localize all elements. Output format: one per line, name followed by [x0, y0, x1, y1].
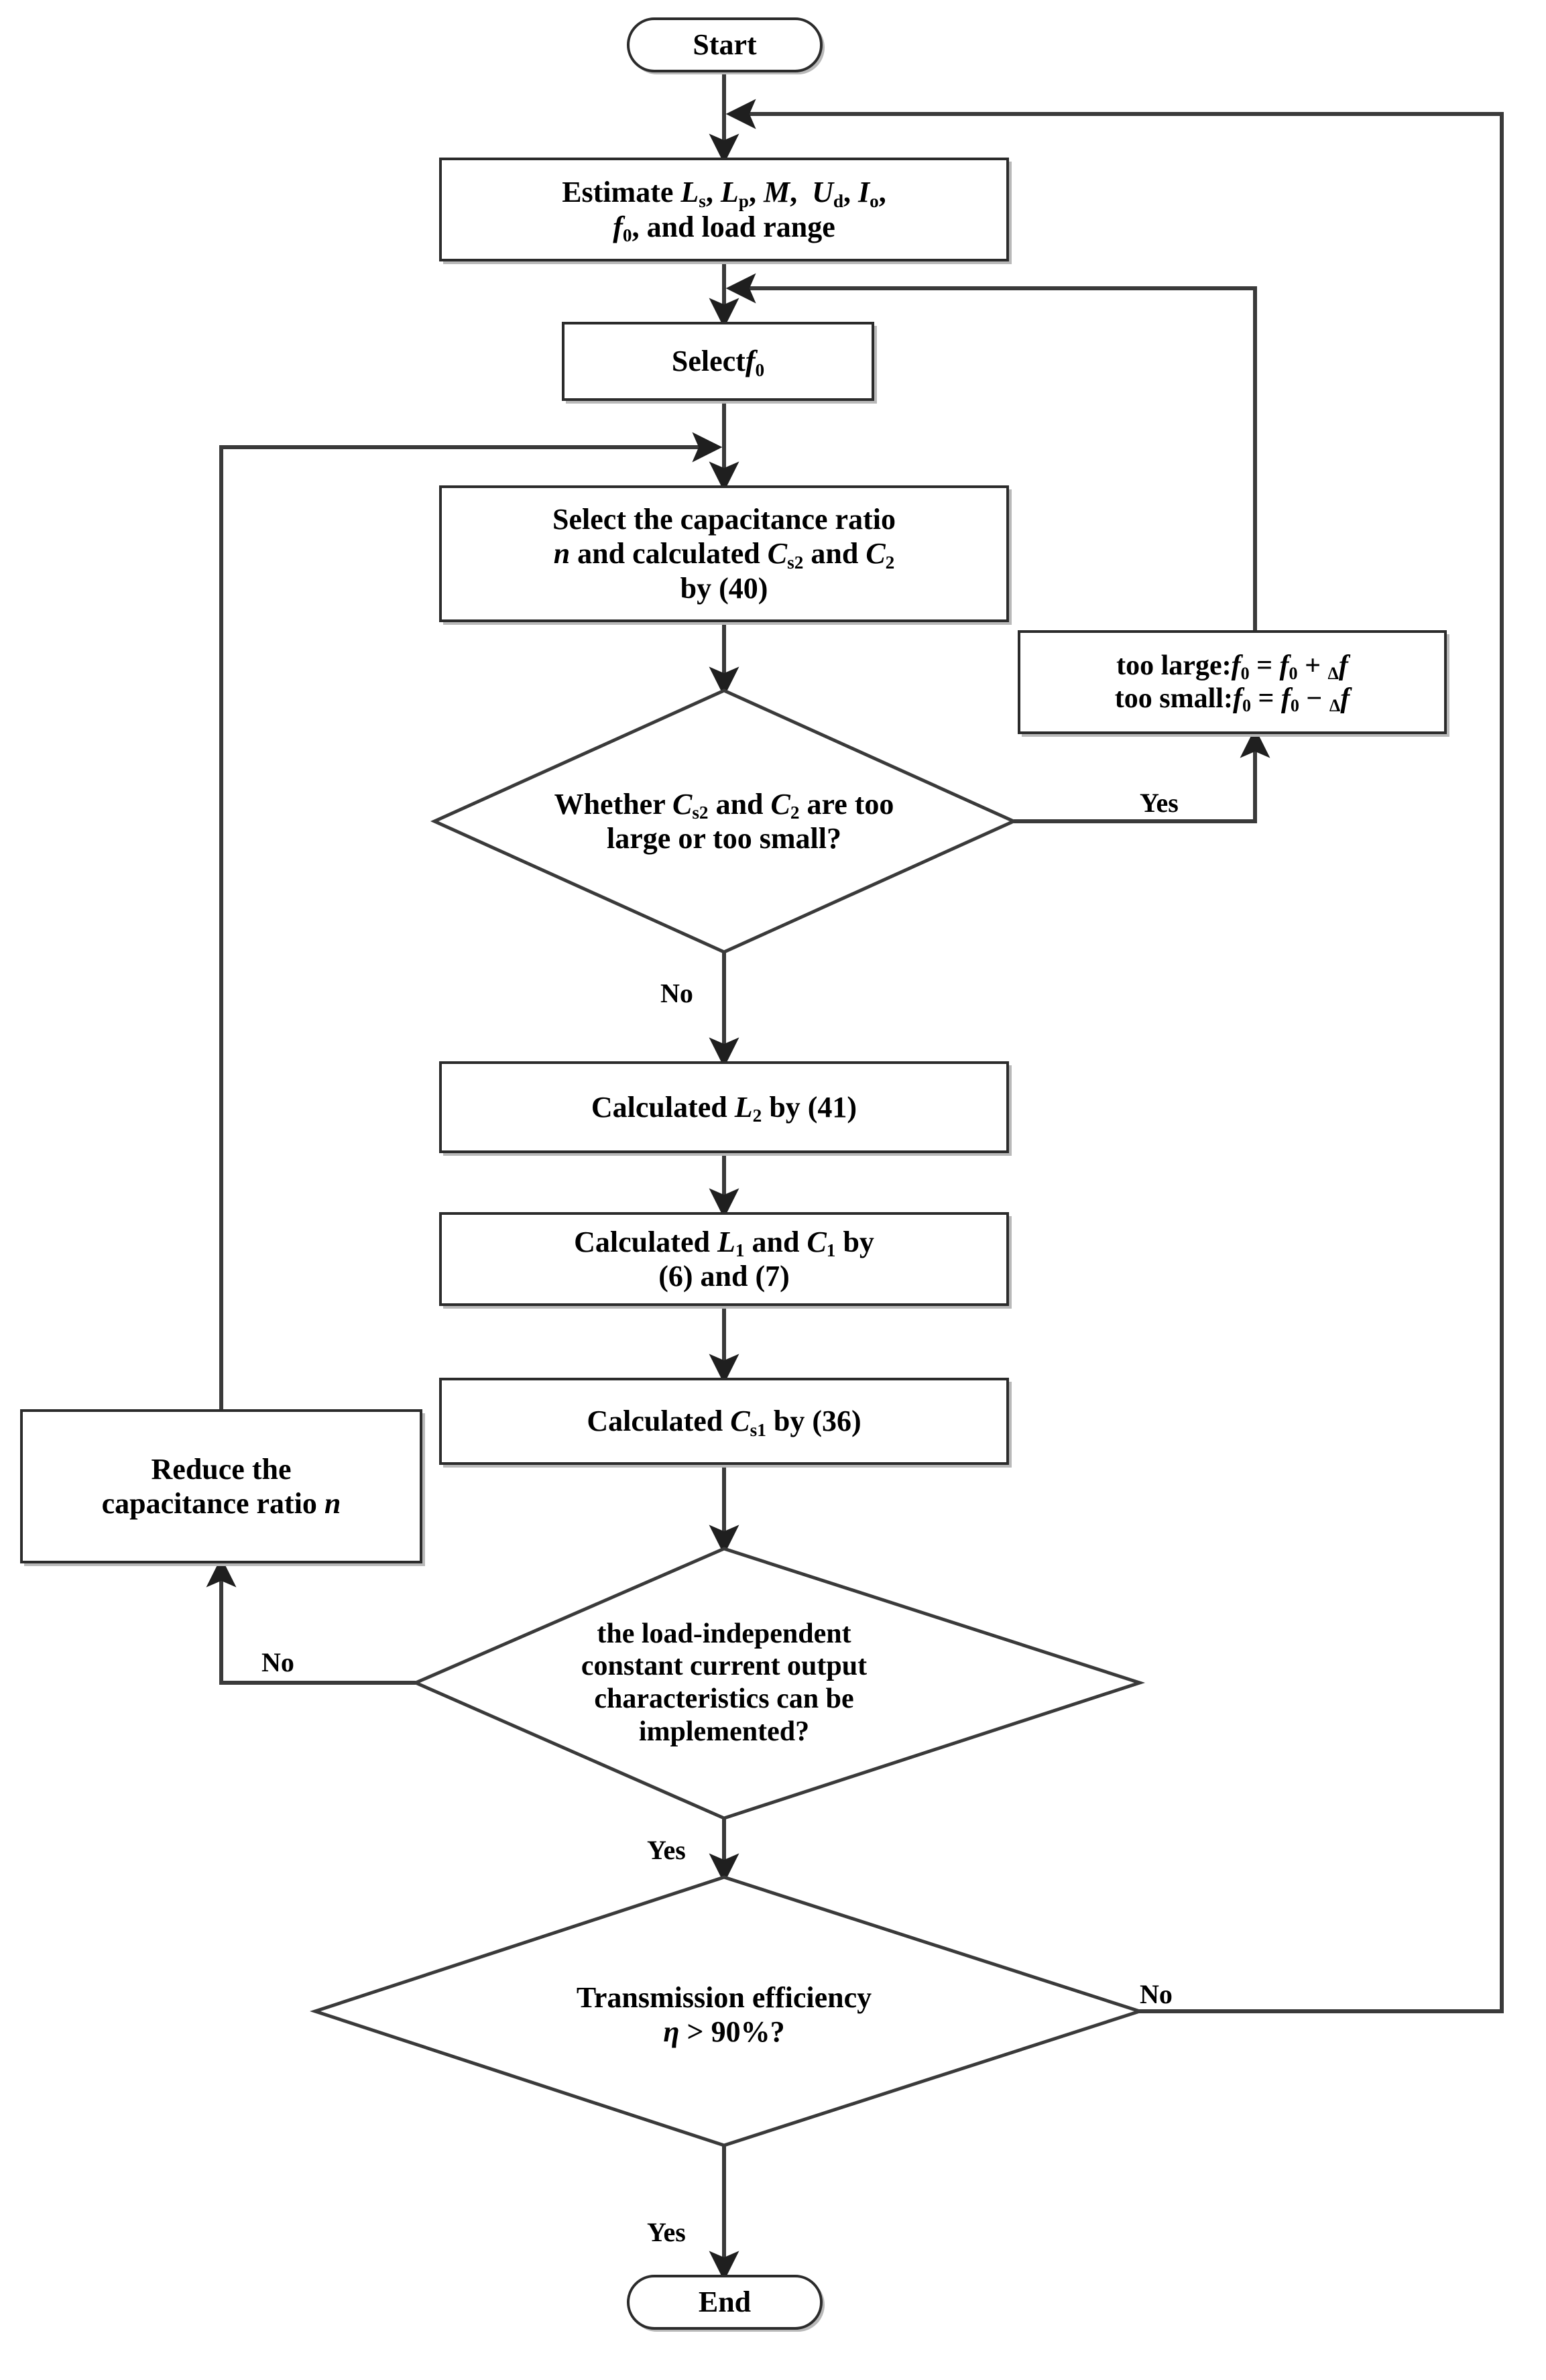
edge-decidecap-yes-to-adjust: [1014, 727, 1270, 823]
calc-l1c1-line2: (6) and (7): [658, 1260, 790, 1293]
calc-cs1-var: C: [730, 1405, 750, 1438]
edge-adjust-to-selectf0: [725, 273, 1257, 630]
estimate-var-m: M: [763, 176, 790, 209]
adjust-too-small-label: too small:: [1114, 682, 1233, 714]
estimate-var-ls: L: [680, 176, 699, 209]
calc-l1-var: L: [717, 1225, 735, 1258]
select-ratio-line1: Select the capacitance ratio: [552, 503, 896, 536]
node-reduce-capacitance-ratio[interactable]: Reduce the capacitance ratio n: [20, 1409, 422, 1563]
estimate-line2-rest: , and load range: [632, 210, 835, 243]
select-ratio-c2: C: [866, 537, 886, 571]
calc-l2-var: L: [734, 1090, 753, 1124]
edge-decideeff-no-to-estimate: [725, 99, 1504, 2013]
reduce-line1: Reduce the: [151, 1452, 292, 1486]
adjust-too-large-label: too large:: [1116, 650, 1232, 681]
reduce-var-n: n: [324, 1487, 341, 1520]
node-calculated-cs1[interactable]: Calculated Cs1 by (36): [439, 1378, 1009, 1465]
node-select-capacitance-ratio[interactable]: Select the capacitance ratio n and calcu…: [439, 485, 1009, 622]
calc-c1-var: C: [807, 1225, 827, 1258]
edge-label-capacitance-no: No: [660, 978, 693, 1008]
estimate-var-lp: L: [720, 176, 739, 209]
select-f0-var: f: [745, 345, 756, 378]
node-end[interactable]: End: [627, 2275, 823, 2330]
node-select-ratio-text: Select the capacitance ratio n and calcu…: [442, 502, 1006, 605]
decision-efficiency-shape: [309, 1875, 1146, 2147]
node-start-label: Start: [693, 28, 757, 62]
node-select-f0[interactable]: Selectf0: [562, 322, 874, 401]
select-f0-prefix: Select: [671, 345, 746, 378]
decision-constant-current-shape: [411, 1547, 1146, 1820]
node-calculated-cs1-text: Calculated Cs1 by (36): [587, 1405, 861, 1440]
node-estimate[interactable]: Estimate Ls, Lp, M, Ud, Io, f0, and load…: [439, 158, 1009, 261]
node-calculated-l2[interactable]: Calculated L2 by (41): [439, 1061, 1009, 1153]
node-adjust-f0[interactable]: too large:f0 = f0 + Δf too small:f0 = f0…: [1018, 630, 1447, 734]
edge-label-capacitance-yes: Yes: [1140, 788, 1179, 818]
select-ratio-line3: by (40): [680, 571, 768, 605]
edge-label-constant-current-yes: Yes: [647, 1835, 686, 1865]
node-start[interactable]: Start: [627, 17, 823, 72]
estimate-var-ud: U: [812, 176, 833, 209]
edge-label-constant-current-no: No: [261, 1647, 294, 1677]
select-ratio-var-n: n: [553, 537, 571, 571]
estimate-prefix: Estimate: [562, 176, 681, 209]
node-calculated-l2-text: Calculated L2 by (41): [591, 1090, 857, 1126]
node-adjust-f0-text: too large:f0 = f0 + Δf too small:f0 = f0…: [1114, 650, 1350, 716]
node-calculated-l1-c1-text: Calculated L1 and C1 by (6) and (7): [442, 1225, 1006, 1293]
node-select-f0-text: Selectf0: [671, 345, 765, 380]
node-end-label: End: [698, 2285, 752, 2319]
node-calculated-l1-c1[interactable]: Calculated L1 and C1 by (6) and (7): [439, 1212, 1009, 1306]
edge-decideci-no-to-reduce: [206, 1557, 416, 1685]
decision-capacitance-shape: [430, 689, 1018, 954]
select-ratio-cs2: C: [767, 537, 788, 571]
estimate-var-io: I: [858, 176, 870, 209]
node-estimate-text: Estimate Ls, Lp, M, Ud, Io, f0, and load…: [562, 176, 886, 245]
edge-label-efficiency-yes: Yes: [647, 2217, 686, 2247]
edge-reduce-to-selectratio: [219, 432, 723, 1409]
estimate-var-f0: f: [613, 210, 623, 243]
edge-label-efficiency-no: No: [1140, 1979, 1173, 2009]
node-reduce-text: Reduce the capacitance ratio n: [23, 1452, 420, 1521]
